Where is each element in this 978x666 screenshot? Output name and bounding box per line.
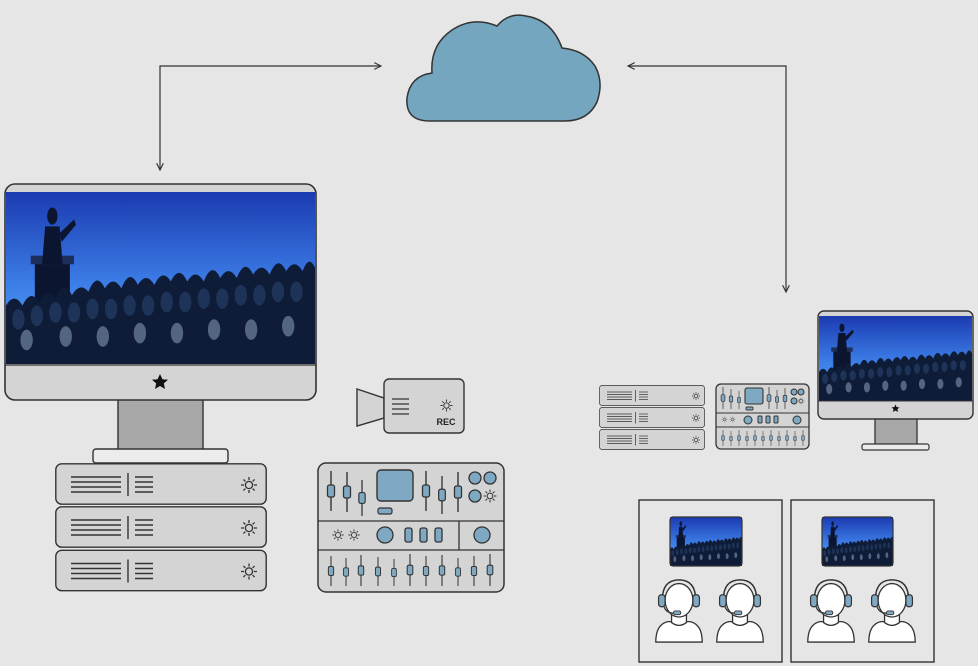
rack-unit xyxy=(599,385,704,405)
server-rack-right xyxy=(599,385,704,449)
viewer-booth-2 xyxy=(790,499,935,663)
mixer-console-left xyxy=(317,462,505,593)
star-icon xyxy=(891,404,900,412)
large-monitor xyxy=(4,183,317,464)
video-camera-icon: REC xyxy=(356,378,465,434)
viewer-booth-1 xyxy=(638,499,783,663)
server-rack-left xyxy=(56,464,266,591)
mixer-display xyxy=(376,469,414,502)
star-icon xyxy=(152,374,168,389)
monitor-screen-image xyxy=(6,192,315,364)
rack-unit xyxy=(56,507,266,547)
rack-unit xyxy=(56,550,266,590)
cloud-icon xyxy=(406,14,601,122)
small-monitor xyxy=(817,310,974,451)
booth-screen xyxy=(821,516,894,567)
mixer-console-right xyxy=(715,383,810,450)
rack-unit xyxy=(599,407,704,427)
arrow-right-connector xyxy=(628,66,786,292)
monitor-screen-image xyxy=(819,316,972,401)
rack-unit xyxy=(599,429,704,449)
camera-rec-label: REC xyxy=(436,417,456,427)
rack-unit xyxy=(56,464,266,504)
booth-screen xyxy=(669,516,743,567)
arrow-left-connector xyxy=(160,66,381,170)
